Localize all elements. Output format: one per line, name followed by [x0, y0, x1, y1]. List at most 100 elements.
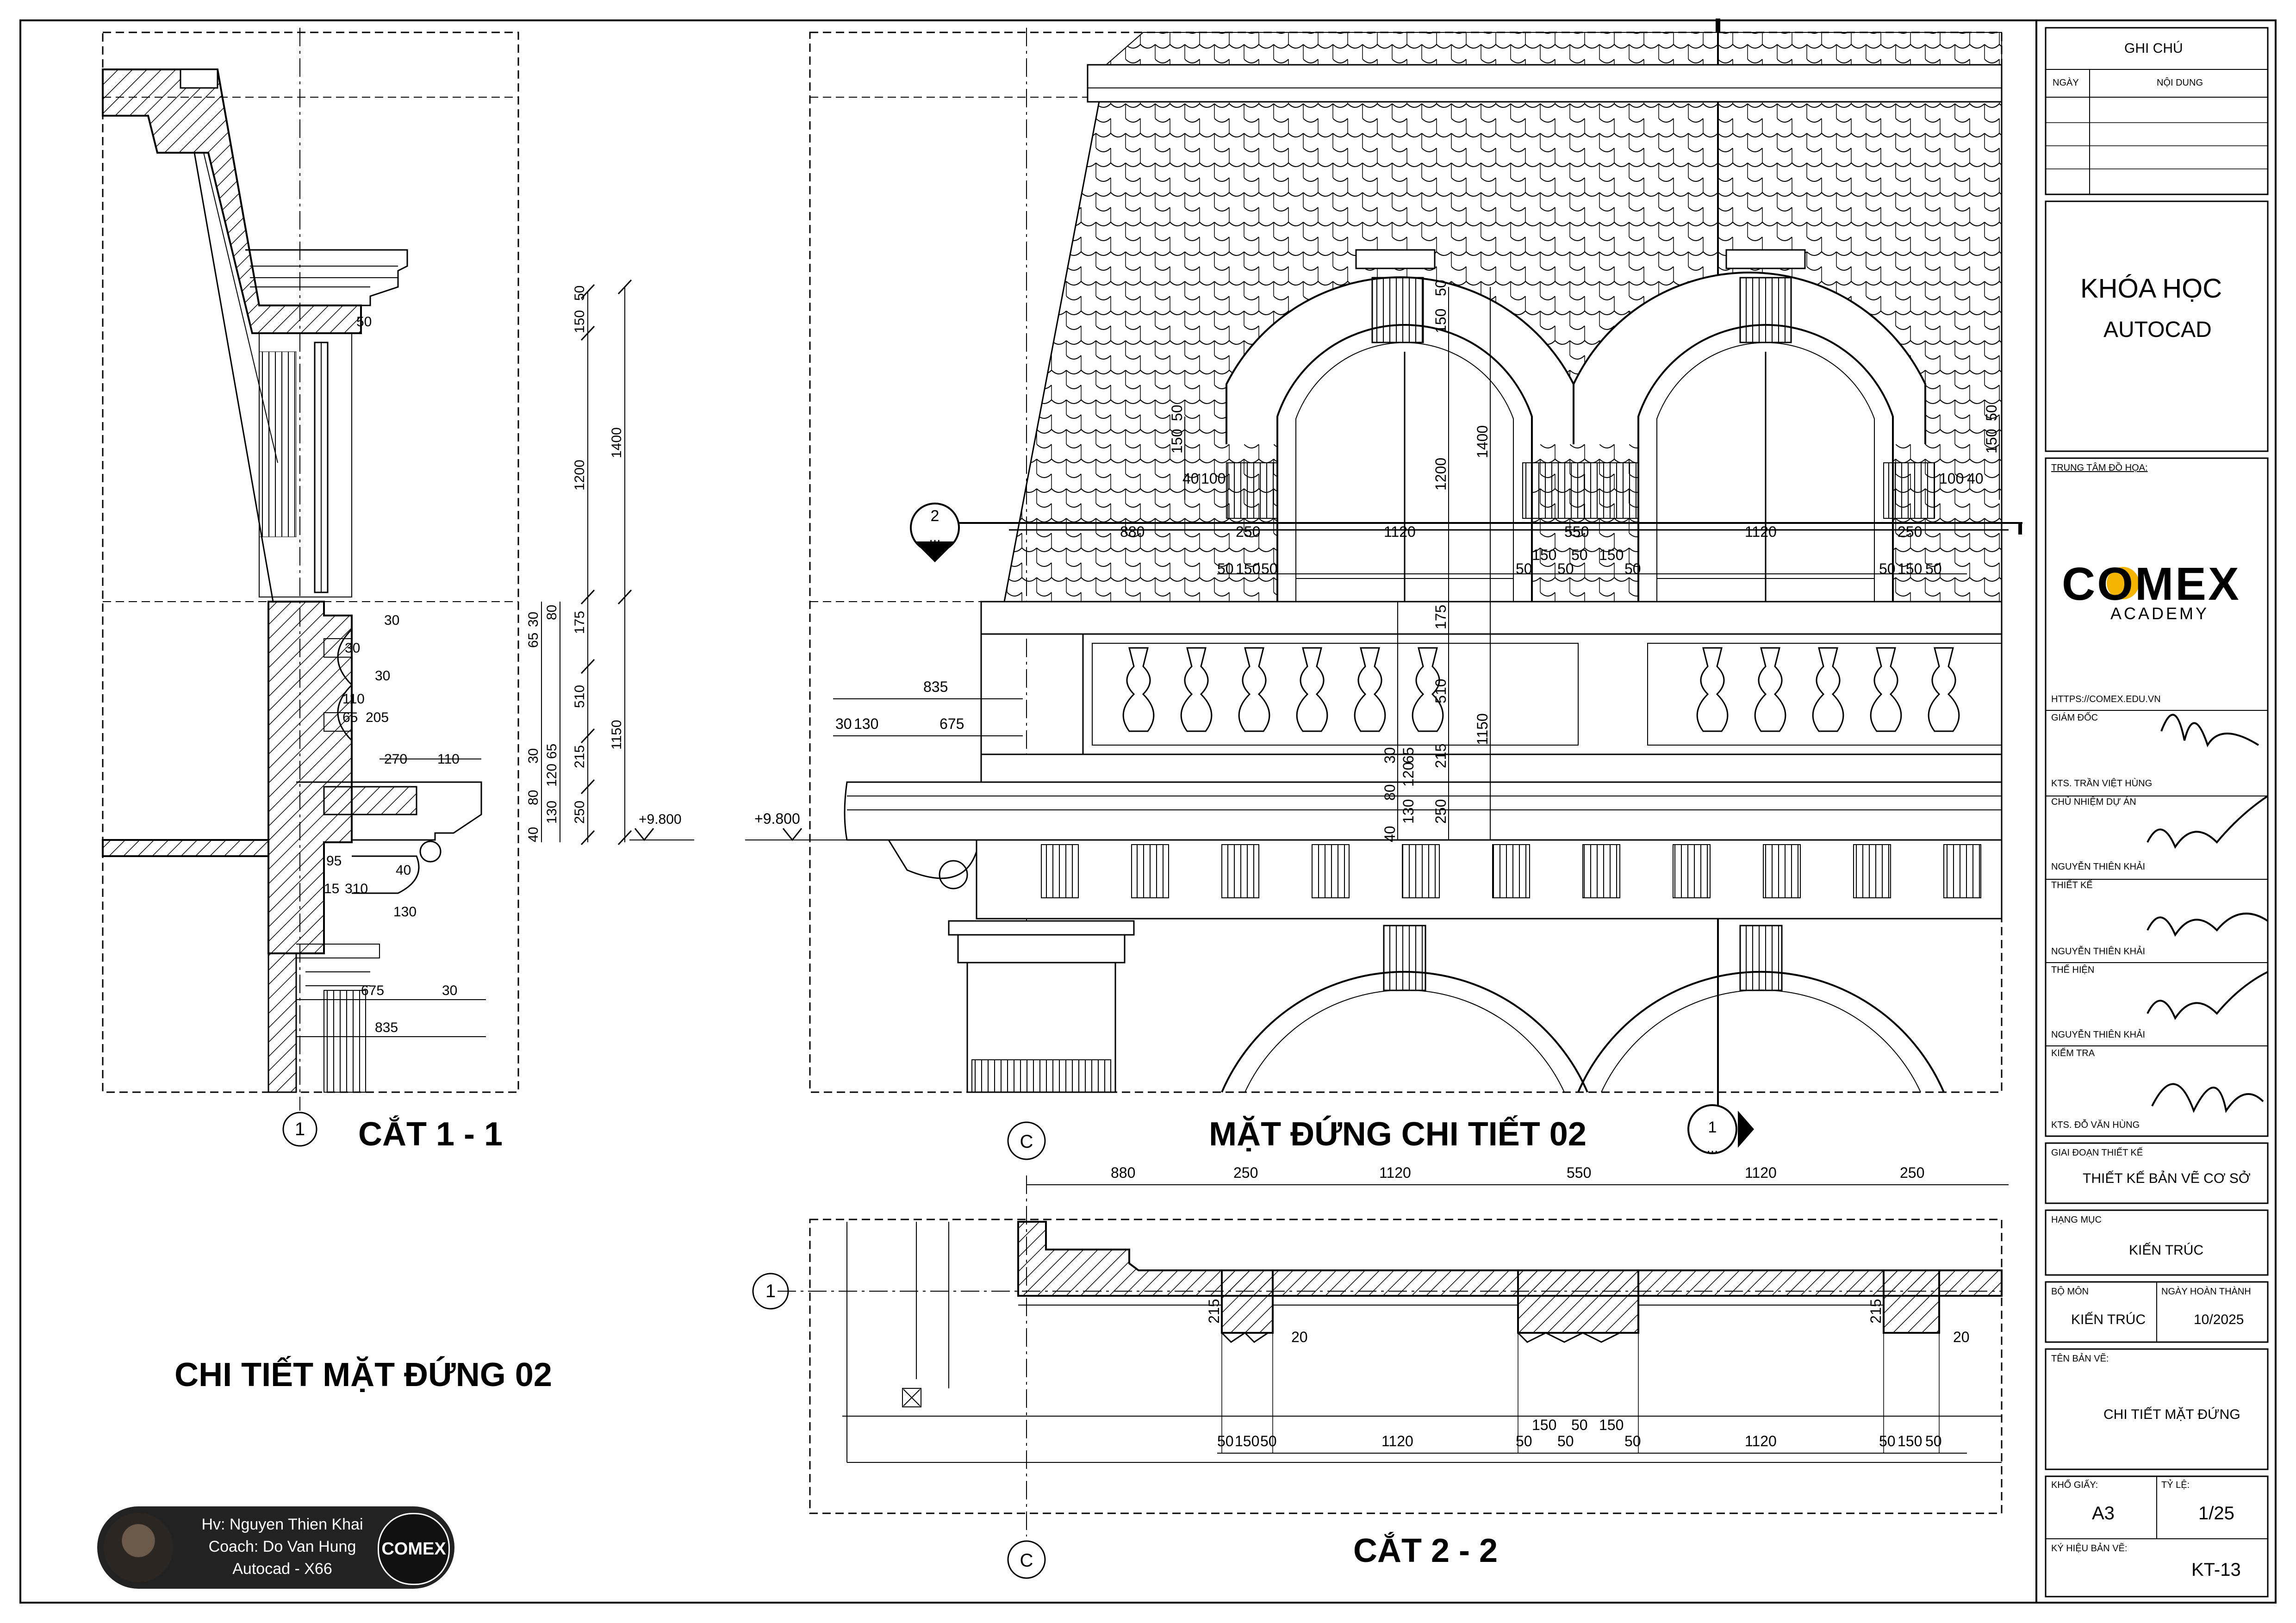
elevation-dims: 880 250 1120 550 1120 250 50 150 50 50 1… [754, 280, 2000, 842]
cut-marker-2-label: 2 [931, 507, 940, 525]
dim-label: 1120 [1745, 1433, 1777, 1449]
dim-label: 40 [526, 827, 541, 842]
dim-label: 20 [1953, 1329, 1970, 1345]
dim-label: 270 [384, 752, 407, 767]
section-2-title: CẮT 2 - 2 [1353, 1532, 1498, 1569]
dim-label: 675 [940, 715, 964, 732]
dim-label: 1400 [609, 427, 624, 458]
dim-label: 150 [1599, 1417, 1624, 1433]
student-badge: Hv: Nguyen Thien Khai Coach: Do Van Hung… [97, 1506, 454, 1589]
dim-label: 40 [1182, 470, 1199, 487]
sheet-border [19, 19, 2277, 1604]
dim-label: 1200 [572, 460, 587, 491]
badge-logo: COMEX [378, 1513, 450, 1585]
dim-label: 215 [572, 745, 587, 768]
dim-label: 130 [854, 715, 878, 732]
dim-label: 20 [1291, 1329, 1308, 1345]
date-label: NGÀY HOÀN THÀNH [2161, 1287, 2251, 1297]
col-date: NGÀY [2053, 78, 2079, 88]
director-name: KTS. TRẦN VIỆT HÙNG [2051, 778, 2153, 789]
coach-name: Coach: Do Van Hung [208, 1538, 356, 1555]
avatar [104, 1513, 173, 1582]
dim-label: 110 [437, 752, 460, 767]
dim-label: 205 [366, 710, 389, 725]
dim-label: 250 [1236, 523, 1260, 540]
dim-label: 50 [1169, 404, 1185, 421]
dim-label: 1120 [1745, 1164, 1777, 1181]
dim-label: 835 [375, 1020, 398, 1035]
dim-label: 50 [1217, 1433, 1234, 1449]
dim-label: 1120 [1384, 523, 1416, 540]
cut-marker-2-dots: ... [929, 529, 940, 545]
dim-label: 150 [1599, 547, 1624, 563]
dim-label: 50 [1925, 560, 1942, 577]
drafter-role: THỂ HIỆN [2051, 965, 2095, 975]
dim-label: 130 [544, 801, 560, 824]
course-line-1: KHÓA HỌC [2080, 274, 2222, 304]
dim-label: 250 [1233, 1164, 1258, 1181]
scale-value: 1/25 [2198, 1503, 2234, 1524]
dim-label: 30 [345, 640, 360, 656]
drawing-name-label: TÊN BẢN VẼ: [2051, 1354, 2109, 1364]
student-name: Hv: Nguyen Thien Khai [201, 1516, 363, 1533]
axis-marker-1b-label: 1 [765, 1281, 776, 1301]
dim-label: 30 [526, 748, 541, 764]
dim-label: 50 [1260, 1433, 1277, 1449]
dim-label: 215 [1867, 1299, 1884, 1324]
dim-label: 1400 [1474, 425, 1491, 458]
dim-label: 50 [1557, 560, 1574, 577]
phase-label: GIAI ĐOẠN THIẾT KẾ [2051, 1148, 2143, 1158]
checker-role: KIỂM TRA [2051, 1048, 2095, 1058]
pm-role: CHỦ NHIỆM DỰ ÁN [2051, 797, 2136, 807]
dim-label: 250 [572, 801, 587, 824]
dim-label: 215 [1432, 744, 1449, 768]
code-label: KÝ HIỆU BẢN VẼ: [2051, 1543, 2128, 1554]
dim-label: 150 [1432, 309, 1449, 333]
dim-label: 1200 [1432, 458, 1449, 491]
dim-label: 50 [1879, 560, 1896, 577]
logo-sub: ACADEMY [2110, 604, 2209, 623]
dim-label: 50 [1557, 1433, 1574, 1449]
dim-label: 100 [1939, 470, 1964, 487]
dim-label: 50 [1624, 1433, 1641, 1449]
dim-label: 15 [324, 881, 339, 896]
elevation-title: MẶT ĐỨNG CHI TIẾT 02 [1209, 1115, 1587, 1153]
sheet-title: CHI TIẾT MẶT ĐỨNG 02 [174, 1356, 552, 1393]
dim-label: 1120 [1379, 1164, 1411, 1181]
dim-label: 675 [361, 983, 384, 998]
section-1-1-dims: 150 50 1400 1150 1200 175 510 215 250 30… [324, 286, 682, 1035]
axis-marker-c2-label: C [1020, 1550, 1033, 1571]
section-1-title: CẮT 1 - 1 [358, 1115, 503, 1153]
website-link[interactable]: HTTPS://COMEX.EDU.VN [2051, 694, 2161, 704]
dim-label: 130 [393, 904, 417, 920]
date-value: 10/2025 [2194, 1312, 2244, 1327]
dim-label: 50 [1571, 1417, 1588, 1433]
dim-label: 100 [1201, 470, 1226, 487]
dim-label: 175 [1432, 605, 1449, 629]
dim-label: 835 [923, 678, 948, 695]
dim-label: 1120 [1381, 1433, 1413, 1449]
dim-label: 250 [1432, 799, 1449, 824]
dim-label: 1150 [1474, 713, 1491, 745]
dim-label: 130 [1400, 799, 1417, 824]
section-2-2-dims: 880 250 1120 550 1120 250 50 150 50 1120… [1111, 1164, 1970, 1449]
dim-label: 65 [342, 710, 358, 725]
dim-label: 80 [544, 605, 560, 620]
dim-label: 50 [1624, 560, 1641, 577]
axis-marker-1-label: 1 [295, 1119, 305, 1139]
dim-label: 30 [1381, 747, 1398, 764]
dim-label: 30 [375, 668, 390, 684]
dim-label: 250 [1900, 1164, 1924, 1181]
title-block [2045, 27, 2269, 1598]
dim-label: 50 [356, 314, 372, 330]
center-label: TRUNG TÂM ĐỒ HỌA: [2051, 463, 2148, 473]
section-2-2 [752, 1175, 2009, 1579]
designer-role: THIẾT KẾ [2051, 880, 2093, 890]
section-1-1 [102, 28, 694, 1111]
dim-label: 880 [1120, 523, 1145, 540]
dim-label: 40 [1967, 470, 1984, 487]
dim-label: 50 [1879, 1433, 1896, 1449]
course-line-2: AUTOCAD [2103, 317, 2212, 342]
dim-label: 150 [1235, 1433, 1259, 1449]
